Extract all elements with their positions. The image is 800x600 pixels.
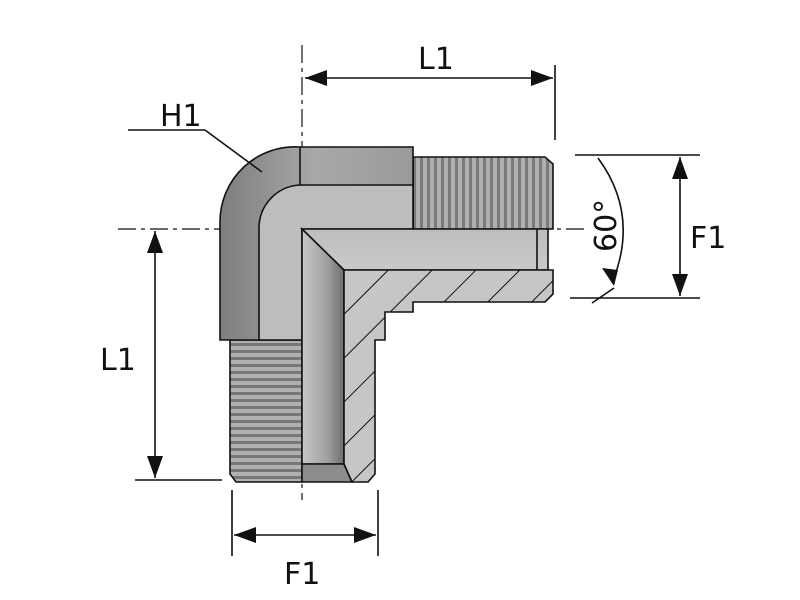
f1-right-label: F1: [690, 221, 726, 256]
f1-bottom-label: F1: [284, 557, 320, 592]
bottom-thread: [229, 339, 303, 483]
right-thread: [412, 156, 554, 230]
l1-top-label: L1: [418, 42, 454, 77]
l1-left-label: L1: [100, 343, 136, 378]
horizontal-bore: [300, 228, 549, 271]
angle-label: 60°: [589, 199, 624, 252]
vertical-bore: [301, 227, 345, 465]
h1-label: H1: [160, 99, 202, 134]
elbow-body-inner: [258, 184, 414, 341]
section-wall: [343, 269, 554, 483]
angle-arrow: [602, 268, 618, 286]
angle-tick: [591, 287, 615, 304]
h1-leader: [128, 129, 263, 173]
angle-arc: [597, 157, 624, 284]
